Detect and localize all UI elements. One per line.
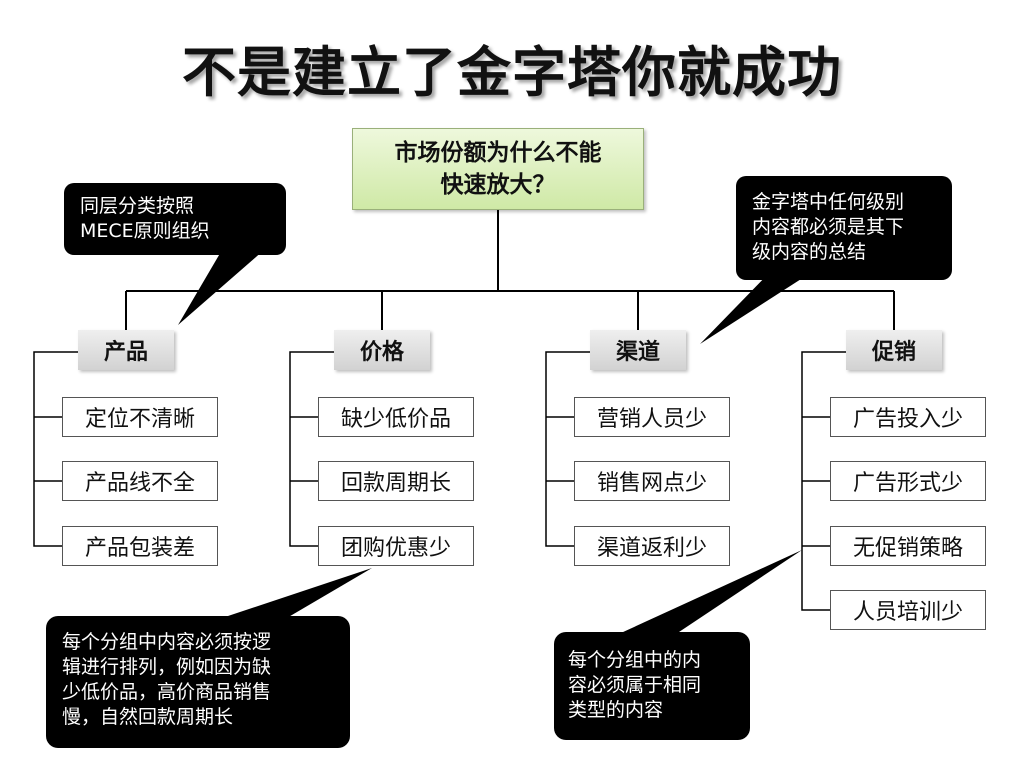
list-item: 广告投入少 (830, 397, 986, 437)
list-item: 产品包装差 (62, 526, 218, 566)
category-promotion: 促销 (846, 330, 942, 370)
root-question-line-2: 快速放大？ (440, 172, 556, 198)
callout-logic-bubble (46, 616, 350, 748)
list-item: 销售网点少 (574, 461, 730, 501)
callout-logic-line: 少低价品，高价商品销售 (62, 681, 272, 703)
callout-summary-line: 金字塔中任何级别 (752, 191, 905, 213)
callout-mece-bubble (64, 183, 286, 255)
callout-summary: 金字塔中任何级别 内容都必须是其下 级内容的总结 (752, 190, 904, 265)
list-item: 定位不清晰 (62, 397, 218, 437)
callout-type-line: 容必须属于相同 (568, 674, 702, 696)
list-item: 团购优惠少 (318, 526, 474, 566)
root-question-box: 市场份额为什么不能 快速放大？ (352, 128, 644, 210)
list-item: 营销人员少 (574, 397, 730, 437)
callout-summary-line: 级内容的总结 (752, 241, 867, 263)
category-channel: 渠道 (590, 330, 686, 370)
list-item: 缺少低价品 (318, 397, 474, 437)
callout-logic-line: 慢，自然回款周期长 (62, 706, 234, 728)
category-price: 价格 (334, 330, 430, 370)
callout-mece-line: 同层分类按照 (80, 195, 195, 217)
callout-logic: 每个分组中内容必须按逻 辑进行排列，例如因为缺 少低价品，高价商品销售 慢，自然… (62, 630, 271, 730)
callout-type-line: 每个分组中的内 (568, 649, 702, 671)
list-item: 渠道返利少 (574, 526, 730, 566)
list-item: 人员培训少 (830, 590, 986, 630)
callout-summary-pointer (700, 272, 812, 344)
root-question-line-1: 市场份额为什么不能 (394, 140, 602, 166)
callout-mece-pointer (178, 250, 264, 325)
callout-logic-line: 每个分组中内容必须按逻 (62, 631, 272, 653)
category-product: 产品 (78, 330, 174, 370)
callout-logic-pointer (210, 568, 372, 622)
callout-mece: 同层分类按照 MECE原则组织 (80, 194, 210, 244)
list-item: 广告形式少 (830, 461, 986, 501)
callout-type: 每个分组中的内 容必须属于相同 类型的内容 (568, 648, 701, 723)
callout-type-pointer (610, 550, 802, 638)
page-title: 不是建立了金字塔你就成功 (182, 41, 842, 104)
list-item: 产品线不全 (62, 461, 218, 501)
callout-summary-line: 内容都必须是其下 (752, 216, 905, 238)
callout-type-bubble (554, 632, 750, 740)
list-item: 无促销策略 (830, 526, 986, 566)
list-item: 回款周期长 (318, 461, 474, 501)
callout-mece-line: MECE原则组织 (80, 220, 210, 242)
callout-summary-bubble (736, 176, 952, 280)
callout-logic-line: 辑进行排列，例如因为缺 (62, 656, 272, 678)
callout-type-line: 类型的内容 (568, 699, 664, 721)
